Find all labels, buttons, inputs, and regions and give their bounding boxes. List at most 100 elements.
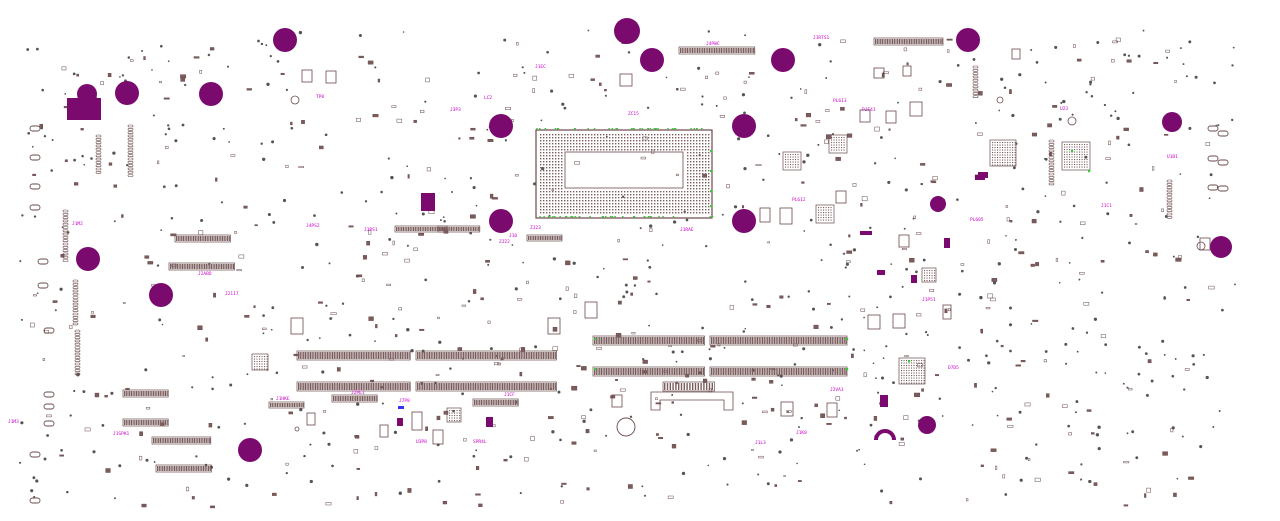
green-marker <box>710 190 713 193</box>
chip-pl612-ball <box>825 217 827 219</box>
connector-4-pin <box>662 337 664 344</box>
via <box>646 259 649 262</box>
mounting-hole <box>771 48 795 72</box>
cpu-ball <box>687 170 689 172</box>
via <box>1084 155 1088 159</box>
via <box>461 392 464 396</box>
passive-component <box>920 163 926 166</box>
connector-3-pin <box>481 383 483 390</box>
connector-4-pin <box>682 337 684 344</box>
connector-5-pin <box>702 368 704 375</box>
cpu-ball <box>546 152 548 154</box>
connector-4-pin <box>631 337 633 344</box>
connector-5-pin <box>687 368 689 375</box>
connector-18-pin <box>409 227 411 231</box>
passive-component <box>593 449 597 452</box>
cpu-ball <box>609 197 611 199</box>
cpu-ball <box>552 185 554 187</box>
passive-component <box>470 127 476 131</box>
via <box>641 485 644 488</box>
chip-d7d5-ball <box>903 362 905 364</box>
cpu-ball <box>660 140 662 142</box>
connector-5-pin <box>612 368 614 375</box>
green-marker <box>602 216 604 218</box>
chip-j1p51-ball <box>926 270 928 272</box>
passive-component <box>425 77 430 83</box>
cpu-ball <box>585 194 587 196</box>
via <box>742 330 746 333</box>
connector-4-pin <box>655 337 657 344</box>
connector-18-pin <box>399 227 401 231</box>
passive-component <box>985 307 991 310</box>
cpu-ball <box>639 137 641 139</box>
connector-10-pin <box>700 48 702 53</box>
connector-1-pin <box>389 383 391 390</box>
cpu-ball <box>540 161 542 163</box>
connector-1-pin <box>313 383 315 390</box>
connector-16-pin <box>348 396 350 401</box>
connector-17-pin <box>496 400 498 405</box>
cpu-ball <box>540 167 542 169</box>
green-marker <box>649 128 651 130</box>
connector-5-pin <box>668 368 670 375</box>
large-component <box>306 412 316 426</box>
via <box>905 332 908 336</box>
chip-j1c1-ball <box>1079 151 1081 153</box>
cpu-ball <box>621 143 623 145</box>
connector-14-pin <box>144 391 146 396</box>
connector-5-pin <box>679 368 681 375</box>
horseshoe-pad <box>874 429 896 441</box>
edge-slot <box>29 451 41 458</box>
cpu-ball <box>666 143 668 145</box>
cpu-ball <box>561 188 563 190</box>
connector-4-pin <box>680 337 682 344</box>
passive-component <box>1015 364 1021 367</box>
connector-2-pin <box>524 352 526 359</box>
via <box>504 139 508 142</box>
passive-component <box>435 374 440 376</box>
connector-13-pin <box>177 466 179 471</box>
passive-component <box>1123 127 1129 131</box>
connector-8-pin <box>203 236 205 241</box>
chip-u3p8-ball <box>451 412 453 414</box>
connector-12-pin <box>170 438 172 443</box>
connector-3-pin <box>505 383 507 390</box>
chip-pl612-ball <box>820 207 822 209</box>
via <box>589 408 593 412</box>
connector-15-pin <box>124 420 126 425</box>
green-marker <box>594 368 597 371</box>
connector-6-pin <box>809 337 811 344</box>
connector-7-pin <box>809 368 811 375</box>
passive-component <box>1032 319 1039 322</box>
cpu-ball <box>558 158 560 160</box>
connector-19-pin <box>462 227 464 231</box>
passive-component <box>671 444 677 449</box>
chip-audio-ball <box>787 159 789 161</box>
connector-2-pin <box>457 352 459 359</box>
via <box>260 42 264 46</box>
connector-10-pin <box>749 48 751 53</box>
cpu-ball <box>552 197 554 199</box>
connector-10-pin <box>714 48 716 53</box>
passive-component <box>980 329 983 333</box>
connector-10-pin <box>737 48 739 53</box>
via <box>269 54 272 58</box>
cpu-ball <box>570 191 572 193</box>
cpu-ball <box>546 206 548 208</box>
connector-19-pin <box>450 227 453 231</box>
silk-label-pl613: PL613 <box>833 99 847 104</box>
silk-label-j4pwc: J4PWC <box>706 42 720 47</box>
cpu-ball <box>681 206 683 208</box>
cpu-ball <box>576 137 578 139</box>
chip-d7d5-ball <box>913 367 915 369</box>
cpu-ball <box>684 146 686 148</box>
via <box>387 157 390 160</box>
connector-3-pin <box>524 383 526 390</box>
via <box>174 184 178 188</box>
connector-2-pin <box>537 352 539 359</box>
pad-column-3 <box>72 302 79 306</box>
cpu-ball <box>543 203 545 205</box>
connector-1-pin <box>345 383 347 390</box>
chip-audio-ball <box>797 156 799 158</box>
chip-j1c1-ball <box>1076 154 1078 156</box>
